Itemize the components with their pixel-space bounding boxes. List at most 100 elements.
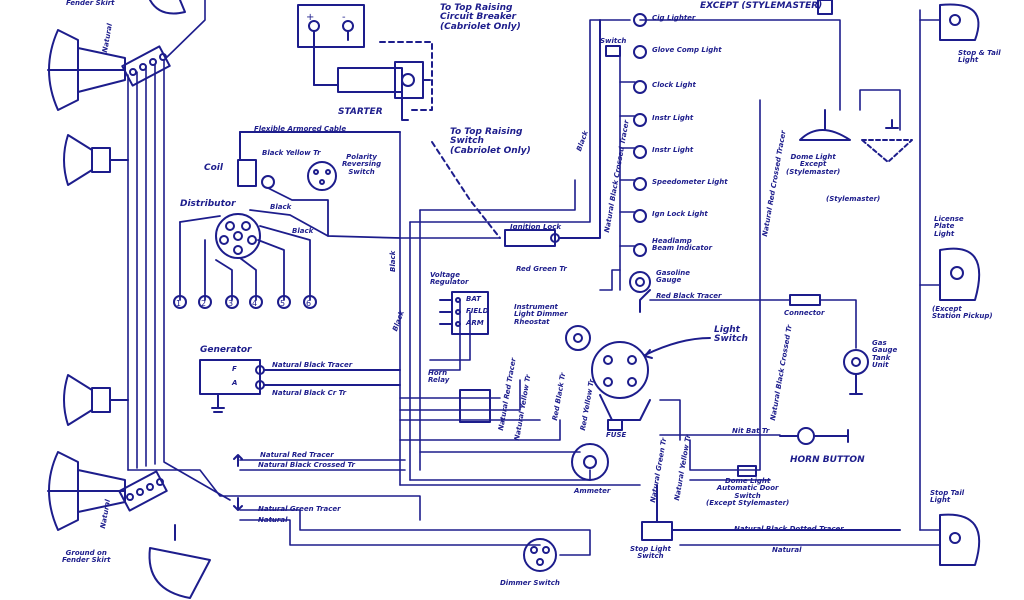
label-natural-red-tracer: Natural Red Tracer: [260, 451, 334, 459]
connector: [789, 294, 821, 306]
label-instrument-light-dimmer: Instrument Light Dimmer Rheostat: [514, 303, 568, 326]
label-coil: Coil: [204, 163, 223, 173]
regulator-arrows: [233, 454, 243, 511]
label-stylemaster: (Stylemaster): [826, 195, 881, 203]
top-switch-dashed: [431, 141, 501, 239]
label-f: F: [232, 365, 237, 373]
label-cig-lighter: Cig Lighter: [652, 14, 696, 22]
door-switch: [737, 465, 757, 477]
label-black-v3: Black: [389, 250, 397, 272]
label-starter: STARTER: [338, 107, 383, 117]
label-to-top-switch: To Top Raising Switch (Cabriolet Only): [450, 127, 531, 156]
label-ign-lock-light: Ign Lock Light: [652, 210, 708, 218]
label-red-black-tracer: Red Black Tracer: [656, 292, 722, 300]
label-stop-light-switch: Stop Light Switch: [630, 545, 671, 561]
label-a: A: [232, 379, 238, 387]
label-fender-skirt-top: Fender Skirt: [66, 0, 115, 7]
label-instr-light-1: Instr Light: [652, 114, 694, 122]
stylemaster-dome-light: [861, 119, 913, 163]
right-harness: [599, 9, 941, 546]
label-generator: Generator: [200, 345, 252, 355]
instr-light-1: [633, 113, 647, 127]
plug-number-1: 1: [176, 299, 181, 308]
fender-lamp-bottom: [148, 524, 211, 599]
label-horn-button: HORN BUTTON: [790, 455, 865, 465]
left-headlamp-top: [47, 29, 126, 111]
left-harness: [127, 0, 421, 521]
label-gasoline-gauge: Gasoline Gauge: [656, 269, 690, 285]
label-distributor: Distributor: [180, 199, 236, 209]
label-headlamp-beam-indicator: Headlamp Beam Indicator: [652, 237, 713, 253]
stop-light-switch: [641, 484, 901, 541]
label-fuse: FUSE: [606, 431, 627, 439]
label-black-yellow-tr: Black Yellow Tr: [262, 149, 321, 157]
starter-dashed: [379, 41, 433, 111]
spark-plugs: [173, 295, 317, 309]
label-field: FIELD: [466, 307, 489, 315]
plug-number-6: 6: [306, 299, 311, 308]
instr-light-2: [633, 145, 647, 159]
dimmer-switch: [523, 538, 557, 572]
plug-number-2: 2: [201, 299, 206, 308]
label-arm: ARM: [466, 319, 484, 327]
light-switch-arrow: [644, 337, 711, 359]
gas-gauge-tank: [843, 349, 869, 395]
label-dome-light-auto-switch: Dome Light Automatic Door Switch (Except…: [706, 477, 790, 508]
negative-sign: -: [342, 12, 346, 23]
clock-light: [633, 80, 647, 94]
horn-relay: [459, 389, 491, 423]
label-license-plate-light: License Plate Light: [934, 215, 964, 238]
ignition-lock: [504, 19, 601, 247]
main-harness: [239, 19, 641, 556]
beam-indicator: [633, 243, 647, 257]
label-natural-black-cr-tr: Natural Black Cr Tr: [272, 389, 347, 397]
label-stop-tail-light-bottom: Stop Tail Light: [930, 489, 965, 505]
label-instr-light-2: Instr Light: [652, 146, 694, 154]
label-natural-black-tracer: Natural Black Tracer: [272, 361, 353, 369]
speedometer-light: [633, 177, 647, 191]
label-flexible-armored-cable: Flexible Armored Cable: [254, 125, 347, 133]
label-dome-light: Dome Light Except (Stylemaster): [786, 153, 841, 176]
voltage-regulator: [439, 291, 489, 335]
label-glove-comp-light: Glove Comp Light: [652, 46, 722, 54]
instrument-dimmer: [565, 325, 591, 351]
starter: [313, 61, 431, 121]
label-red-green-tr: Red Green Tr: [516, 265, 567, 273]
label-mit-bat: Nit Bat Tr: [732, 427, 770, 435]
label-connector: Connector: [784, 309, 825, 317]
positive-sign: +: [306, 12, 314, 23]
fender-lamp-top: [149, 0, 186, 15]
label-dimmer-switch: Dimmer Switch: [500, 579, 560, 587]
label-voltage-regulator: Voltage Regulator: [430, 271, 469, 287]
circuit-breaker: [297, 4, 365, 86]
left-headlamp-bottom: [47, 451, 126, 531]
ammeter: [571, 443, 609, 481]
label-ground-on-fender-skirt: Ground on Fender Skirt: [62, 549, 111, 565]
top-right-bracket: [817, 0, 833, 15]
generator: [199, 359, 401, 413]
ign-lock-light: [633, 209, 647, 223]
label-stop-tail-light-top: Stop & Tail Light: [958, 49, 1001, 65]
gasoline-gauge: [629, 271, 651, 313]
label-except-station-pickup: (Except Station Pickup): [932, 305, 993, 321]
label-speedometer-light: Speedometer Light: [652, 178, 728, 186]
spark-plug-wires: [179, 187, 401, 301]
label-clock-light: Clock Light: [652, 81, 696, 89]
label-black-dist: Black: [270, 203, 292, 211]
label-ignition-lock: Ignition Lock: [510, 223, 562, 231]
label-natural-bottom: Natural: [772, 546, 802, 554]
distributor: [215, 213, 261, 259]
label-natural-green-tracer: Natural Green Tracer: [258, 505, 341, 513]
label-bat: BAT: [466, 295, 481, 303]
dome-light: [799, 109, 851, 141]
junction-block-bottom: [118, 470, 168, 512]
label-natural-black-crossed-tr: Natural Black Crossed Tr: [258, 461, 356, 469]
label-except-stylemaster-top: EXCEPT (STYLEMASTER): [700, 1, 823, 11]
label-natural-black-dotted-tracer: Natural Black Dotted Tracer: [734, 525, 844, 533]
label-switch: Switch: [600, 37, 627, 45]
label-polarity-reversing-switch: Polarity Reversing Switch: [342, 153, 382, 176]
plug-number-3: 3: [228, 299, 233, 308]
glove-comp-switch: [605, 45, 647, 59]
plug-number-4: 4: [252, 299, 257, 308]
